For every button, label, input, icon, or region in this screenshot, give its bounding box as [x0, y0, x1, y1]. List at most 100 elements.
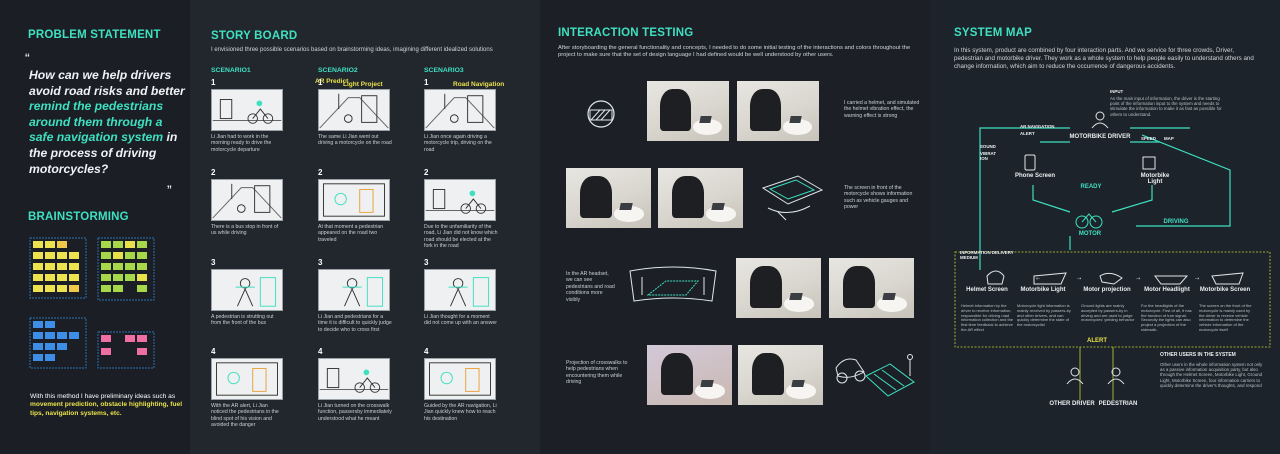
frame-caption: Li Jian and pedestrians for a time it is… [318, 314, 392, 333]
pedestrian-node: PEDESTRIAN [1098, 401, 1138, 407]
helmet-vibration-icon [580, 96, 622, 132]
storyboard-heading: STORY BOARD [211, 30, 298, 42]
alert-2-label: ALERT [1087, 338, 1107, 344]
frame-number: 3 [318, 258, 323, 267]
storyboard-frame [424, 358, 496, 400]
storyboard-panel: STORY BOARD I envisioned three possible … [190, 0, 540, 454]
quote-text-2: in the process of driving motorcycles? [29, 130, 178, 176]
output-node-desc: Ground lights are mainly accepted by pas… [1081, 303, 1135, 323]
sticky-notes-illustration [29, 237, 155, 369]
problem-quote: How can we help drivers avoid road risks… [29, 68, 185, 177]
frame-number: 4 [211, 347, 216, 356]
system-map-lines: ⇠ ⇢ ⇢ ⇢ [954, 111, 1271, 400]
scenario-tag: Road Navigation [453, 81, 505, 88]
scenario-tag: Light Project [343, 81, 383, 88]
frame-caption: Li Jian thought for a moment did not com… [424, 314, 497, 327]
system-map-panel: SYSTEM MAP In this system, product are c… [930, 0, 1280, 454]
storyboard-frame [424, 269, 496, 311]
alert-label: ALERT [1020, 131, 1035, 136]
frame-number: 1 [424, 78, 429, 87]
test-photo [829, 258, 914, 318]
input-desc: As the main input of information, the dr… [1110, 96, 1222, 117]
scenario-label: SCENARIO1 [211, 67, 251, 74]
frame-number: 1 [211, 78, 216, 87]
map-label: MAP [1164, 136, 1174, 141]
frame-caption: With the AR alert, Li Jian noticed the p… [211, 403, 279, 429]
test-photo [738, 345, 823, 405]
test-note-1: I carried a helmet, and simulated the he… [844, 100, 920, 119]
test-photo [737, 81, 819, 141]
frame-caption: There is a bus stop in front of us while… [211, 224, 279, 237]
output-node-name: Motor Headlight [1144, 287, 1190, 293]
test-photo [647, 345, 732, 405]
ready-label: READY [1080, 184, 1102, 190]
frame-number: 4 [318, 347, 323, 356]
testing-intro: After storyboarding the general function… [558, 45, 911, 59]
test-photo [658, 168, 743, 228]
brainstorm-text: With this method I have preliminary idea… [30, 393, 188, 418]
ar-headset-sketch [628, 265, 718, 305]
storyboard-intro: I envisioned three possible scenarios ba… [211, 47, 493, 53]
output-node-name: Helmet Screen [966, 287, 1008, 293]
storyboard-frame [318, 358, 390, 400]
output-node-name: Motor projection [1083, 287, 1131, 293]
frame-number: 2 [318, 168, 323, 177]
others-desc: Other users in the whole information sys… [1160, 362, 1263, 388]
vibration-label: VIBRAT ION [980, 151, 997, 162]
output-node-desc: For the headlights of the motorcycle. Fi… [1141, 303, 1192, 332]
svg-text:⇢: ⇢ [1136, 276, 1140, 282]
scenario-label: SCENARIO2 [318, 67, 358, 74]
test-photo [736, 258, 821, 318]
delivery-medium-label: INFORMATION DELIVERY MEDIUM [960, 250, 1014, 261]
quote-highlight: remind the pedestrians around them throu… [29, 99, 164, 145]
frame-caption: Li Jian turned on the crosswalk function… [318, 403, 392, 422]
brainstorm-heading: BRAINSTORMING [28, 211, 129, 223]
output-node-name: Motorbike Screen [1199, 287, 1251, 293]
motor-node: MOTOR [1078, 231, 1102, 237]
frame-caption: Li Jian had to work in the morning ready… [211, 134, 272, 153]
storyboard-frame [424, 89, 496, 131]
frame-caption: The same Li Jian went out driving a moto… [318, 134, 392, 147]
frame-number: 3 [424, 258, 429, 267]
system-heading: SYSTEM MAP [954, 27, 1033, 39]
svg-text:⇠: ⇠ [1036, 276, 1040, 282]
storyboard-frame [211, 179, 283, 221]
test-photo [647, 81, 729, 141]
brainstorm-text-plain: With this method I have preliminary idea… [30, 393, 176, 400]
system-intro: In this system, product are combined by … [954, 47, 1254, 70]
problem-heading: PROBLEM STATEMENT [28, 29, 161, 41]
svg-text:⇢: ⇢ [1195, 276, 1199, 282]
storyboard-frame [318, 269, 390, 311]
test-note-3: In the AR headset, we can see pedestrian… [566, 271, 615, 303]
frame-caption: Li Jian once again driving a motorcycle … [424, 134, 492, 153]
motorbike-driver-node: MOTORBIKE DRIVER [1069, 134, 1131, 140]
frame-caption: Due to the unfamiliarity of the road, Li… [424, 224, 498, 250]
output-node-name: Motorbike Light [1020, 287, 1066, 293]
phone-screen-node: Phone Screen [1014, 173, 1055, 179]
problem-panel: PROBLEM STATEMENT “ How can we help driv… [0, 0, 190, 454]
scenario-column-1: SCENARIO1 [211, 67, 286, 74]
other-driver-node: OTHER DRIVER [1049, 401, 1095, 407]
input-label: INPUT [1110, 89, 1124, 94]
others-title: OTHER USERS IN THE SYSTEM [1160, 352, 1236, 358]
frame-number: 2 [424, 168, 429, 177]
storyboard-frame [211, 89, 283, 131]
frame-number: 3 [211, 258, 216, 267]
testing-panel: INTERACTION TESTING After storyboarding … [540, 0, 930, 454]
output-node-desc: Motorcycle light information is mainly r… [1017, 303, 1071, 328]
crosswalk-projection-sketch [830, 346, 918, 404]
output-node-desc: The screen on the front of the motorcycl… [1199, 303, 1252, 332]
frame-number: 4 [424, 347, 429, 356]
test-note-4: Projection of crosswalks to help pedestr… [566, 360, 628, 386]
frame-number: 1 [318, 78, 323, 87]
storyboard-frame [318, 179, 390, 221]
frame-caption: A pedestrian is strutting out from the f… [211, 314, 274, 327]
sound-label: SOUND [980, 144, 996, 149]
scenario-label: SCENARIO3 [424, 67, 464, 74]
frame-number: 2 [211, 168, 216, 177]
quote-text-1: How can we help drivers avoid road risks… [29, 68, 185, 98]
svg-text:⇢: ⇢ [1077, 276, 1081, 282]
quote-close: ” [167, 182, 172, 198]
test-photo [566, 168, 651, 228]
speed-label: SPEED [1141, 136, 1156, 141]
